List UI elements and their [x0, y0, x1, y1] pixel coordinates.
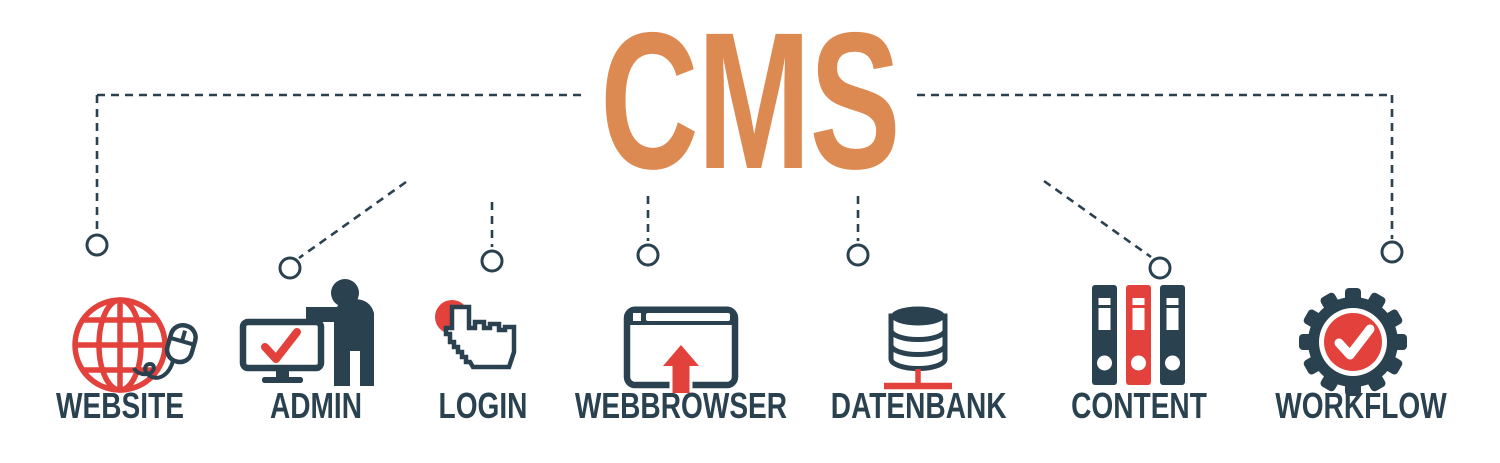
- banner-item-webbrowser: WEBBROWSER: [561, 278, 801, 433]
- banner-item-login: LOGIN: [363, 278, 603, 433]
- banner-item-label: DATENBANK: [831, 385, 1007, 426]
- banner-item-label: LOGIN: [438, 385, 528, 426]
- banner-item-label: WORKFLOW: [1275, 385, 1447, 426]
- banner-item-label: ADMIN: [269, 385, 363, 426]
- connector-dot: [846, 243, 870, 267]
- admin-monitor-icon: [239, 279, 374, 386]
- connector-dot: [85, 233, 109, 257]
- banner-item-datenbank: DATENBANK: [799, 278, 1039, 433]
- binder-red: [1126, 285, 1151, 385]
- banner-item-workflow: WORKFLOW: [1241, 278, 1481, 433]
- banner-item-label: WEBSITE: [56, 385, 184, 426]
- connector-dots: [85, 233, 1404, 280]
- banner-item-content: CONTENT: [1019, 278, 1259, 433]
- banner-item-website: WEBSITE: [0, 278, 240, 433]
- banner-item-label: CONTENT: [1071, 385, 1207, 426]
- connector-dot: [278, 256, 302, 280]
- connector-dot: [480, 249, 504, 273]
- connector-dot: [1148, 256, 1172, 280]
- banner-item-label: WEBBROWSER: [574, 385, 788, 426]
- binder-dark: [1092, 285, 1117, 385]
- banner-item-admin: ADMIN: [196, 278, 436, 433]
- browser-upload-icon: [623, 306, 739, 396]
- dashed-line: [95, 93, 1394, 260]
- database-icon: [884, 306, 952, 390]
- banner-title: CMS: [600, 0, 901, 210]
- click-hand-icon: [435, 300, 517, 370]
- globe-mouse-icon: [72, 297, 198, 393]
- gear-check-icon: [1299, 288, 1407, 396]
- connector-dot: [1380, 240, 1404, 264]
- connector-dot: [636, 243, 660, 267]
- ring-binders-icon: [1092, 285, 1185, 385]
- binder-dark: [1160, 285, 1185, 385]
